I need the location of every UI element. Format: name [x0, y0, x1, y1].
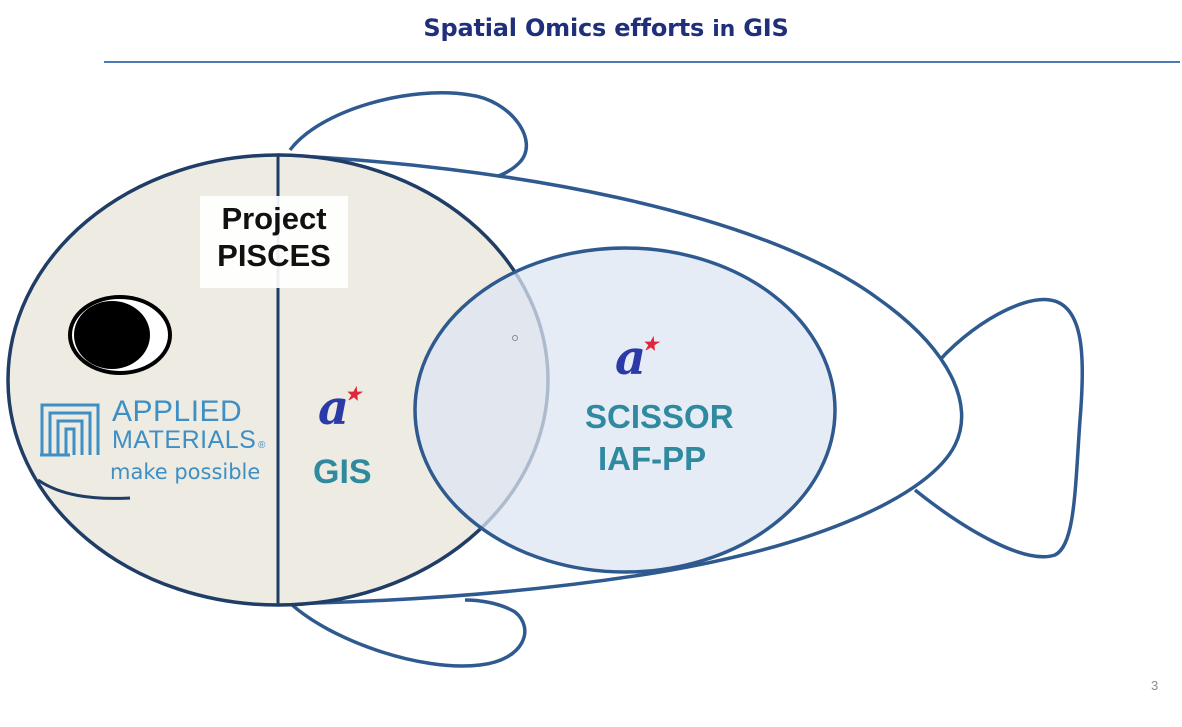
project-label-box: [200, 196, 348, 288]
scissor-ellipse: [413, 246, 837, 574]
scissor-label: SCISSOR: [585, 398, 734, 435]
applied-materials-line-2: MATERIALS: [112, 426, 257, 454]
astar-star-icon: ★: [345, 384, 362, 405]
mouth-line: [37, 478, 131, 500]
title-rest: GIS: [735, 14, 789, 42]
astar-letter: a: [318, 380, 350, 436]
page-number: 3: [1151, 678, 1159, 693]
marker-dot: [512, 335, 518, 341]
title-divider: [104, 61, 1180, 63]
gis-label: GIS: [313, 453, 372, 491]
tail-fin: [913, 297, 1085, 559]
applied-materials-line-1: APPLIED: [112, 395, 243, 428]
project-line-1: Project: [221, 201, 327, 236]
bottom-fin: [288, 598, 527, 668]
project-line-2: PISCES: [217, 238, 331, 273]
astar-letter: a: [615, 330, 647, 386]
astar-logo-scissor: a★: [615, 330, 662, 386]
slide-title: Spatial Omics efforts in GIS: [0, 14, 1182, 42]
iaf-pp-label: IAF-PP: [598, 440, 707, 477]
title-main: Spatial Omics efforts: [423, 14, 713, 42]
applied-materials-tagline: make possible: [110, 460, 261, 484]
registered-mark: ®: [258, 440, 266, 451]
eye-pupil: [74, 301, 150, 369]
applied-materials-logo-mark: [40, 403, 100, 457]
title-in: in: [712, 17, 736, 42]
astar-star-icon: ★: [642, 334, 659, 355]
astar-logo-gis: a★: [318, 380, 365, 436]
project-label: Project PISCES: [200, 200, 348, 274]
